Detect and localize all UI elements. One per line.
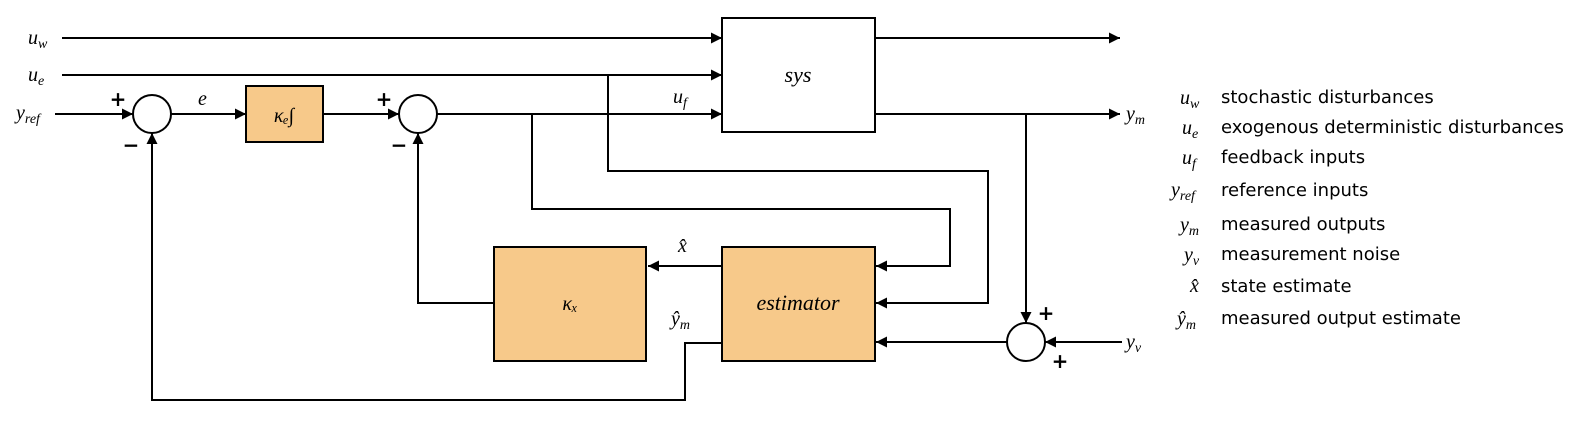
legend-text-yv: measurement noise [1221,244,1400,265]
sum2-minus-sign: − [391,133,408,157]
label-yref: yref [14,102,42,127]
sys-label: sys [785,62,812,87]
legend-symbol-uw: uw [1180,87,1200,112]
legend-symbol-yref: yref [1169,179,1197,204]
label-e: e [198,88,207,110]
label-ym: ym [1124,103,1145,128]
legend-symbol-yv: yv [1182,244,1200,269]
estimator-label: estimator [756,290,840,315]
summing-junction-3 [1006,322,1046,362]
legend-symbol-uf: uf [1182,147,1198,172]
sum3-plus-bottom-sign: + [1052,349,1069,373]
sum3-plus-top-sign: + [1038,301,1055,325]
legend-text-ym: measured outputs [1221,214,1385,235]
wire-ue-to-estimator [607,75,989,309]
legend-item-ym: ym measured outputs [1178,214,1385,239]
legend-item-uf: uf feedback inputs [1182,147,1365,172]
gain-label: κₓ [562,293,577,315]
legend-symbol-ymhat: ŷm [1175,308,1196,333]
label-ue: ue [28,64,44,89]
label-xhat: x̂ [677,235,687,257]
legend-text-ymhat: measured output estimate [1221,308,1461,329]
label-uw: uw [28,27,48,52]
estimator-block: estimator [721,246,876,362]
legend-text-yref: reference inputs [1221,180,1368,201]
integrator-label: κₑ∫ [274,105,296,128]
legend-item-yref: yref reference inputs [1169,179,1368,204]
label-uf: uf [673,86,689,111]
legend: uw stochastic disturbances ue exogenous … [1169,87,1564,333]
wire-ymhat-to-sum1 [146,133,722,401]
sum1-plus-sign: + [110,87,127,111]
summing-junction-2 [398,94,438,134]
legend-text-uw: stochastic disturbances [1221,87,1434,108]
summing-junction-1 [132,94,172,134]
label-ymhat: ŷm [669,308,690,333]
wire-uf-to-estimator [531,114,951,272]
legend-item-ue: ue exogenous deterministic disturbances [1182,117,1564,142]
wire-gain-to-sum2 [412,133,494,304]
legend-symbol-ym: ym [1178,214,1199,239]
gain-block: κₓ [493,246,647,362]
legend-symbol-ue: ue [1182,117,1198,142]
legend-item-uw: uw stochastic disturbances [1180,87,1434,112]
legend-item-ymhat: ŷm measured output estimate [1175,308,1461,333]
integrator-block: κₑ∫ [245,85,324,143]
legend-item-xhat: x̂ state estimate [1189,275,1352,297]
signal-wires [55,32,1122,401]
sum1-minus-sign: − [123,133,140,157]
legend-text-ue: exogenous deterministic disturbances [1221,117,1564,138]
legend-text-xhat: state estimate [1221,276,1352,297]
legend-symbol-xhat: x̂ [1189,275,1199,297]
legend-item-yv: yv measurement noise [1182,244,1400,269]
sys-block: sys [721,17,876,133]
label-yv: yv [1124,331,1142,356]
sum2-plus-sign: + [376,87,393,111]
legend-text-uf: feedback inputs [1221,147,1365,168]
